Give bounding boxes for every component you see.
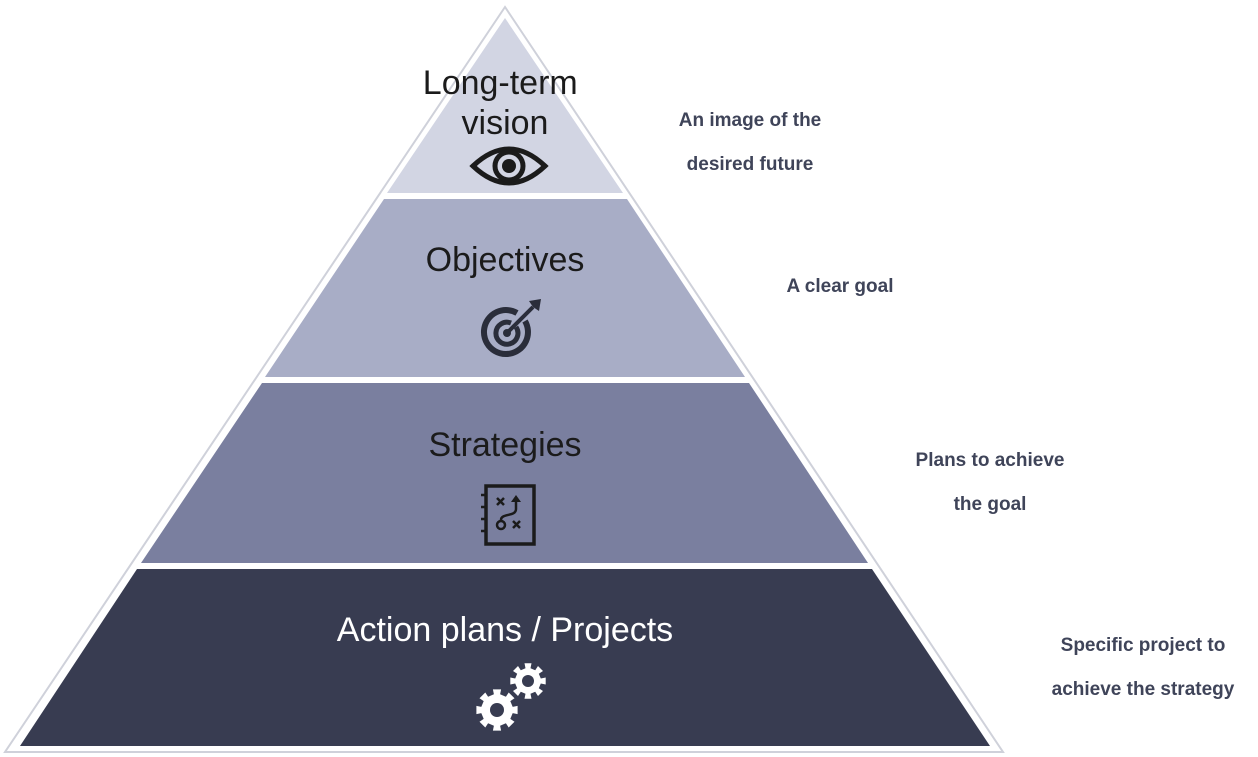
tier-strategies-band <box>141 383 868 563</box>
tier-vision-title: Long-term vision <box>423 64 587 142</box>
strategy-board-icon <box>481 484 536 546</box>
eye-icon <box>469 146 549 186</box>
tier-objectives-band <box>265 199 745 377</box>
pyramid-outline <box>3 5 1005 753</box>
tier-vision-description: An image of the desired future <box>678 110 822 175</box>
tier-strategies-description: Plans to achieve the goal <box>915 450 1065 515</box>
gear-large-icon <box>476 689 518 731</box>
target-icon <box>480 299 541 358</box>
gear-small-hole <box>522 675 534 687</box>
tier-action-description: Specific project to achieve the strategy <box>1051 635 1235 700</box>
tier-vision-band <box>387 18 623 193</box>
gears-icon <box>476 663 546 731</box>
gear-small-icon <box>510 663 546 699</box>
tier-action-band <box>20 569 990 746</box>
tier-strategies-title: Strategies <box>428 426 581 464</box>
tier-objectives-title: Objectives <box>426 241 585 279</box>
gear-large-hole <box>490 703 504 717</box>
tier-objectives-description: A clear goal <box>786 276 894 297</box>
tier-action-title: Action plans / Projects <box>337 611 673 649</box>
